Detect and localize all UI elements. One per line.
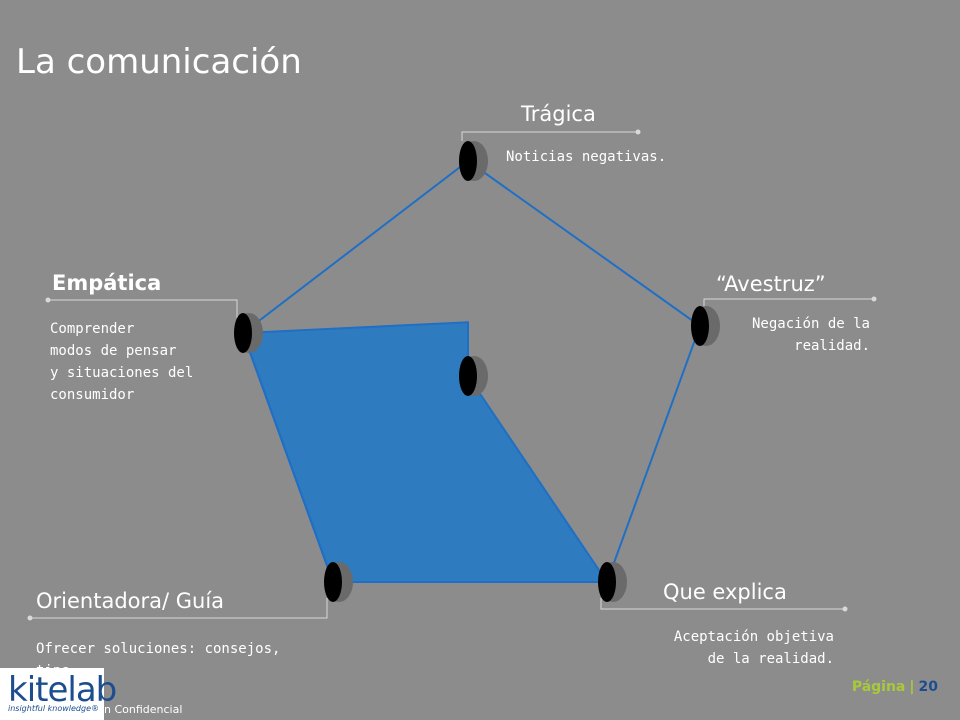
desc-empatica: Comprender modos de pensar y situaciones… bbox=[50, 318, 193, 406]
connector-tragica bbox=[461, 131, 638, 141]
pentagon-outline bbox=[241, 159, 702, 583]
node-empatica bbox=[234, 313, 263, 353]
connector-avestruz bbox=[703, 298, 874, 310]
connector-orientadora bbox=[30, 598, 328, 619]
label-avestruz: “Avestruz” bbox=[716, 272, 826, 296]
connector-empatica bbox=[48, 299, 238, 318]
desc-empatica-line: consumidor bbox=[50, 387, 135, 403]
desc-avestruz-line: realidad. bbox=[794, 338, 870, 354]
slide-title: La comunicación bbox=[16, 42, 302, 82]
kitelab-logo: kitelab insightful knowledge® bbox=[0, 668, 117, 720]
label-orientadora: Orientadora/ Guía bbox=[36, 589, 225, 613]
desc-que-explica-line: Aceptación objetiva bbox=[673, 629, 834, 645]
page-number: Página|20 bbox=[852, 679, 938, 695]
desc-que-explica: Aceptación objetiva de la realidad. bbox=[674, 626, 834, 670]
desc-tragica: Noticias negativas. bbox=[506, 146, 666, 168]
node-tragica bbox=[459, 141, 488, 181]
desc-tragica-line: Noticias negativas. bbox=[506, 149, 667, 165]
connector-dot-explica bbox=[842, 606, 848, 612]
page-separator: | bbox=[909, 679, 915, 695]
connector-dot-tragica bbox=[635, 129, 641, 135]
node-orientadora bbox=[324, 562, 353, 602]
desc-empatica-line: modos de pensar bbox=[50, 343, 177, 359]
logo-tagline: insightful knowledge® bbox=[8, 704, 99, 713]
connector-dot-empatica bbox=[45, 297, 51, 303]
connector-dot-avestruz bbox=[871, 296, 877, 302]
confidential-note: n Confidencial bbox=[104, 703, 183, 716]
shaded-area bbox=[241, 321, 609, 583]
node-center bbox=[459, 356, 488, 396]
logo-wordmark: kitelab bbox=[8, 670, 117, 710]
desc-empatica-line: y situaciones del bbox=[50, 365, 194, 381]
desc-avestruz-line: Negación de la bbox=[751, 316, 870, 332]
connector-dot-orientadora bbox=[27, 615, 33, 621]
node-avestruz bbox=[691, 306, 720, 346]
desc-que-explica-line: de la realidad. bbox=[707, 651, 834, 667]
node-explica bbox=[598, 562, 627, 602]
page-value: 20 bbox=[918, 679, 938, 695]
desc-empatica-line: Comprender bbox=[50, 321, 135, 337]
label-que-explica: Que explica bbox=[663, 580, 787, 604]
desc-orientadora-line: Ofrecer soluciones: consejos, bbox=[36, 641, 281, 657]
connector-explica bbox=[600, 598, 845, 610]
page-label: Página bbox=[851, 679, 906, 695]
label-tragica: Trágica bbox=[521, 102, 596, 126]
desc-avestruz: Negación de la realidad. bbox=[752, 313, 870, 357]
label-empatica: Empática bbox=[52, 271, 162, 295]
